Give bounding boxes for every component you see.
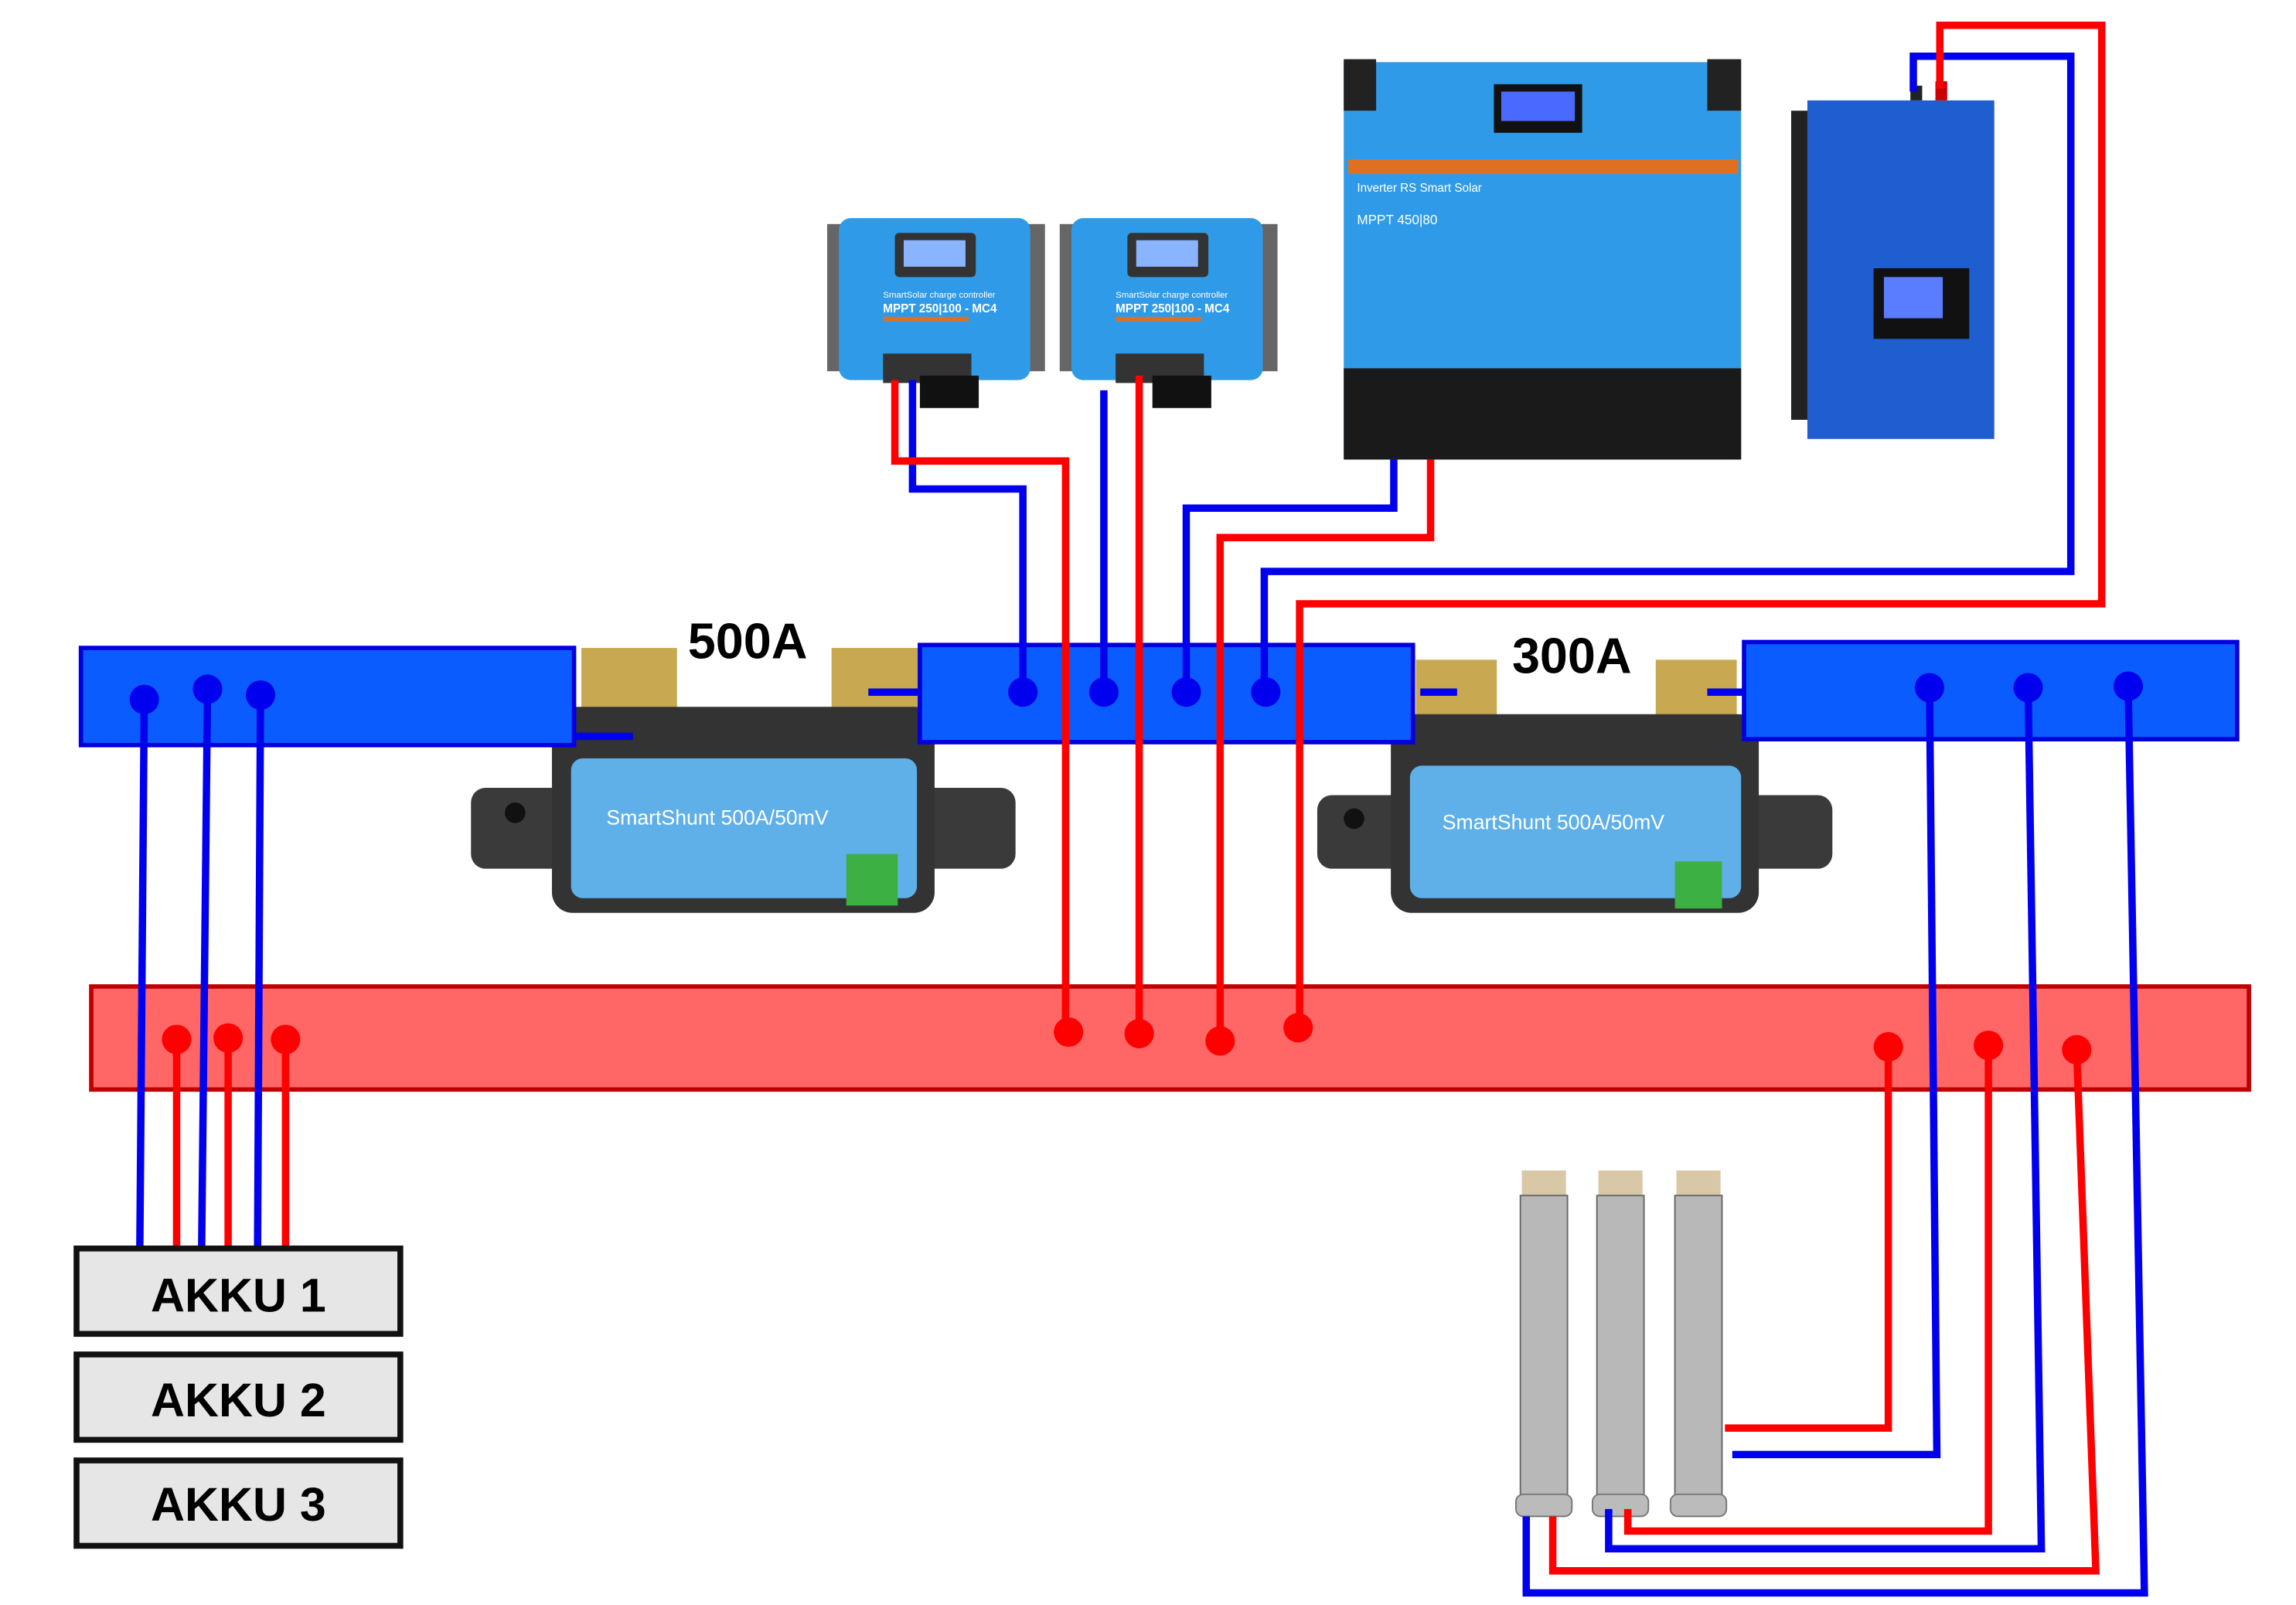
device-text: MPPT 450|80 (1357, 212, 1437, 227)
device-text: MPPT 250|100 - MC4 (1116, 302, 1230, 315)
inverter-rs-smart-solar: Inverter RS Smart Solar MPPT 450|80 (1344, 59, 1742, 460)
device-text: MPPT 250|100 - MC4 (883, 302, 997, 315)
positive-wires (172, 22, 2106, 1575)
shunt-model-text: SmartShunt 500A/50mV (606, 806, 829, 830)
negative-busbar-system (918, 642, 1415, 745)
shunt-500a: SmartShunt 500A/50mV (471, 648, 1016, 913)
negative-busbar-load (1742, 639, 2240, 741)
grid-tie-inverter (1790, 81, 1995, 439)
heating-elements (1515, 1170, 1728, 1518)
shunt-rating-label: 300A (1512, 627, 1632, 683)
negative-busbar-battery (78, 646, 577, 748)
battery-akku-2: AKKU 2 (73, 1351, 404, 1443)
mppt-charge-controller-1: SmartSolar charge controller MPPT 250|10… (826, 218, 1045, 408)
mppt-charge-controller-2: SmartSolar charge controller MPPT 250|10… (1059, 218, 1278, 408)
shunt-rating-label: 500A (688, 612, 808, 669)
negative-wires (136, 52, 2148, 1597)
device-text: Inverter RS Smart Solar (1357, 182, 1482, 195)
shunt-model-text: SmartShunt 500A/50mV (1443, 810, 1665, 833)
connection-dots (162, 1013, 2092, 1065)
positive-busbar (89, 984, 2251, 1092)
battery-label: AKKU 1 (151, 1269, 326, 1322)
heating-rod-icon (1669, 1170, 1728, 1518)
battery-akku-3: AKKU 3 (73, 1457, 404, 1549)
battery-label: AKKU 3 (151, 1478, 326, 1531)
heating-rod-icon (1515, 1170, 1573, 1518)
heating-rod-icon (1592, 1170, 1650, 1518)
shunt-300a: SmartShunt 500A/50mV (1317, 659, 1833, 913)
device-text: SmartSolar charge controller (1116, 291, 1228, 300)
battery-label: AKKU 2 (151, 1374, 326, 1426)
device-text: SmartSolar charge controller (883, 291, 995, 300)
connection-dots (129, 671, 2143, 714)
battery-akku-1: AKKU 1 (73, 1245, 404, 1338)
